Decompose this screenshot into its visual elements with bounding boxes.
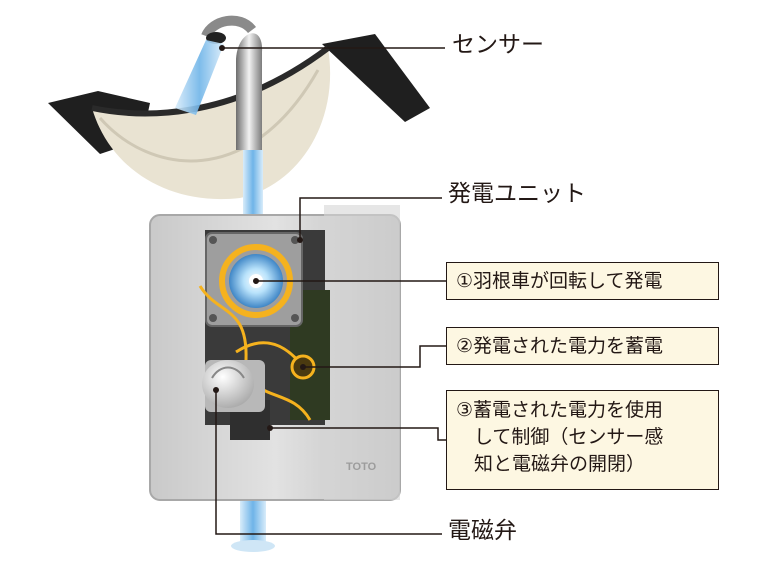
water-stream-spout (175, 40, 224, 115)
leader-solenoid-valve (215, 390, 442, 535)
leader-step2 (303, 345, 446, 368)
solenoid-valve-body (202, 360, 265, 412)
step3-text-line2: して制御（センサー感 (474, 426, 664, 448)
step3-text-line3: 知と電磁弁の開閉） (474, 453, 646, 475)
generator-unit-label: 発電ユニット (448, 181, 586, 207)
water-column-upper (243, 150, 263, 230)
leader-step3 (270, 427, 446, 441)
sink-basin (48, 34, 430, 200)
brand-mark: TOTO (346, 461, 377, 473)
water-splash (231, 540, 275, 552)
sensor-label: センサー (452, 32, 544, 58)
leader-generator-unit (299, 197, 442, 240)
spout (201, 15, 263, 150)
step1-text: ①羽根車が回転して発電 (456, 270, 663, 292)
step3-text-line1: ③蓄電された電力を使用 (456, 399, 664, 421)
step2-callout: ②発電された電力を蓄電 (446, 327, 719, 365)
step2-text: ②発電された電力を蓄電 (456, 335, 664, 357)
solenoid-valve-label: 電磁弁 (448, 518, 517, 544)
step1-callout: ①羽根車が回転して発電 (446, 262, 719, 300)
step3-callout: ③蓄電された電力を使用 して制御（センサー感 知と電磁弁の開閉） (446, 390, 719, 490)
